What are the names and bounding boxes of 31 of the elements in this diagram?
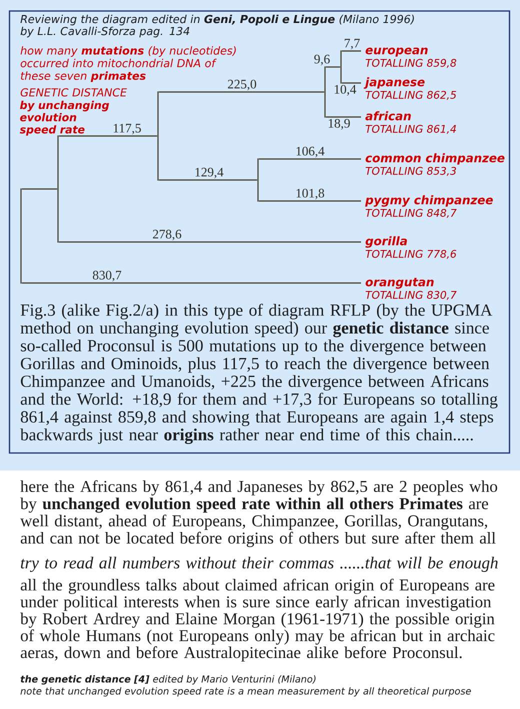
branch-length: 117,5 (112, 122, 142, 135)
tree-branch (342, 50, 361, 52)
branch-length: 18,9 (327, 118, 351, 130)
paragraph: all the groundless talks about claimed african origin of Europeans are under political interests when is sure since early african investigation by Robert Ardrey and Elaine Morgan (1961-1971) the possible origin of whole Humans (not Europeans only) may be african but in archaic aeras, down and before Australopitecinae alike before Proconsul. (20, 578, 494, 662)
species-label: gorilla TOTALLING 778,6 (365, 236, 456, 259)
caption: Fig.3 (alike Fig.2/a) in this type of diagram RFLP (by the UPGMA method on unchanging evolution speed) our genetic distance since so-called Proconsul is 500 mutations up to the divergence between Gorillas and Ominoids, plus 117,5 to reach the divergence between Chimpanzee and Umanoids, +225 the divergence between Africans and the World: +18,9 for them and +17,3 for Europeans so totalling 861,4 against 859,8 and showing that Europeans are again 1,4 steps backwards just near origins rather near end time of this chain..... (20, 304, 498, 444)
tree-branch (58, 241, 361, 243)
footnote: note that unchanged evolution speed rate is a mean measurement by all theoretical purpose (20, 687, 471, 696)
tree-branch (258, 158, 361, 160)
tree-branch (158, 91, 324, 93)
branch-length: 10,4 (333, 84, 357, 96)
title: Reviewing the diagram edited in Geni, Popoli e Lingue (Milano 1996) by L.L. Cavalli-Sforza pag. 134 (20, 14, 414, 38)
footnote: the genetic distance [4] edited by Mario Venturini (Milano) (20, 675, 316, 685)
paragraph: here the Africans by 861,4 and Japaneses by 862,5 are 2 peoples who by unchanged evolution speed rate within all others Primates are well distant, ahead of Europeans, Chimpanzee, Gorillas, Orangutans, and can not be located before origins of others but sure after them all (20, 480, 498, 548)
species-label: african TOTALLING 861,4 (365, 111, 456, 134)
subtitle: by unchanging evolution speed rate (20, 100, 110, 136)
species-label: japanese TOTALLING 862,5 (364, 77, 456, 100)
species-label: common chimpanzee TOTALLING 853,3 (366, 153, 504, 176)
note: try to read all numbers without their commas ......that will be enough (20, 556, 498, 572)
tree-branch (326, 116, 361, 118)
species-label: european TOTALLING 859,8 (366, 48, 456, 68)
subtitle: GENETIC DISTANCE (20, 88, 127, 97)
tree-branch (342, 82, 361, 84)
tree-branch (326, 66, 340, 68)
tree-branch (22, 282, 361, 284)
species-label: orangutan TOTALLING 830,7 (366, 278, 457, 300)
tree-branch (258, 200, 361, 202)
tree-branch (58, 135, 158, 137)
species-label: pygmy chimpanzee TOTALLING 848,7 (365, 195, 493, 218)
tree-branch (158, 179, 258, 181)
tree-branch (22, 188, 58, 190)
